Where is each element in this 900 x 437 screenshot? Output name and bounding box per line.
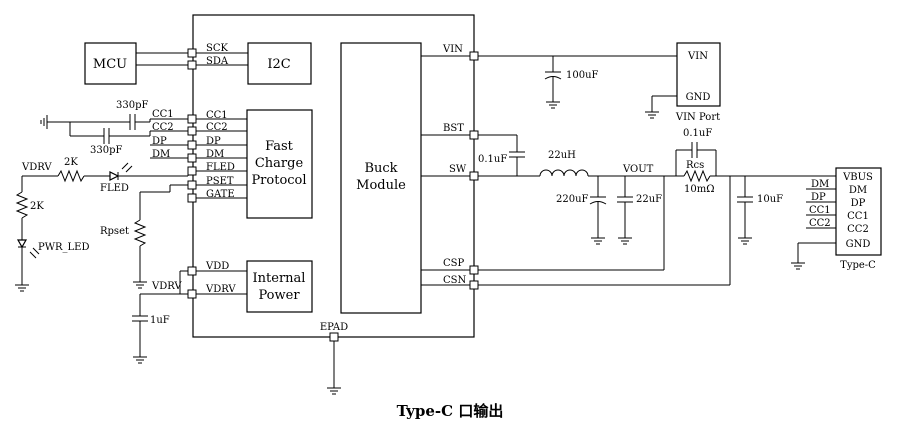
r-vdrv-value: 2K xyxy=(30,201,44,212)
pin-bst: BST xyxy=(443,123,464,134)
i2c-block xyxy=(247,42,312,85)
epad-pin-marker xyxy=(329,332,339,342)
mcu-label: MCU xyxy=(93,57,127,72)
vin-port-connector xyxy=(676,42,721,107)
fast-charge-label-3: Protocol xyxy=(251,173,306,188)
pin-dp: DP xyxy=(206,136,221,147)
led-label: PWR_LED xyxy=(38,242,90,253)
c-cc1-value: 330pF xyxy=(116,100,148,111)
internal-power-label-2: Power xyxy=(258,288,300,303)
ground-vin-cap-icon xyxy=(546,101,560,109)
pin-cc2: CC2 xyxy=(206,122,228,133)
pin-sck: SCK xyxy=(206,43,229,54)
ground-typec-icon xyxy=(791,262,805,270)
vin-port-label: VIN Port xyxy=(675,112,720,123)
diagram-caption: Type-C 口输出 xyxy=(397,402,504,420)
fast-charge-block xyxy=(246,109,313,219)
typec-connector xyxy=(835,167,882,256)
vin-port-pin-gnd: GND xyxy=(686,92,711,103)
fled-diode-icon xyxy=(109,171,120,181)
buck-label-2: Module xyxy=(356,178,406,193)
net-vdrv-left: VDRV xyxy=(21,162,52,173)
right-pin-markers xyxy=(469,51,479,290)
pin-sw: SW xyxy=(449,164,467,175)
rcs-value: 10mΩ xyxy=(684,184,715,195)
c-rcs-value: 0.1uF xyxy=(683,128,712,139)
typec-net-dm: DM xyxy=(811,179,829,190)
c-typec-value: 10uF xyxy=(757,194,783,205)
ground-cout2-icon xyxy=(618,237,632,245)
typec-pin-cc2: CC2 xyxy=(847,224,869,235)
inductor-icon xyxy=(539,169,589,177)
pin-pset: PSET xyxy=(206,176,234,187)
typec-pin-gnd: GND xyxy=(846,239,871,250)
mcu-pin-dm: DM xyxy=(152,149,170,160)
pin-vdd: VDD xyxy=(205,261,229,272)
mcu-block xyxy=(84,42,137,85)
c-cc2-value: 330pF xyxy=(90,145,122,156)
r-led-value: 2K xyxy=(64,157,78,168)
vin-port-pin-vin: VIN xyxy=(687,51,708,62)
mcu-pin-cc1: CC1 xyxy=(152,109,174,120)
typec-pin-vbus: VBUS xyxy=(842,172,873,183)
ground-vin-port-icon xyxy=(645,111,659,119)
c-out1-value: 220uF xyxy=(556,194,589,205)
pin-vin: VIN xyxy=(442,44,463,55)
mcu-pin-cc2: CC2 xyxy=(152,122,174,133)
net-vout: VOUT xyxy=(622,164,654,175)
ground-ctypec-icon xyxy=(738,237,752,245)
internal-power-block xyxy=(246,260,313,313)
rpset-label: Rpset xyxy=(100,226,129,237)
typec-pin-cc1: CC1 xyxy=(847,211,869,222)
left-pin-markers xyxy=(187,48,197,299)
buck-label-1: Buck xyxy=(364,161,397,176)
pwr-led-icon xyxy=(16,239,28,249)
ground-vdrv-icon xyxy=(133,356,147,364)
pin-dm: DM xyxy=(206,149,224,160)
typec-net-cc1: CC1 xyxy=(809,205,831,216)
fast-charge-label-1: Fast xyxy=(265,139,294,154)
ground-cc-icon xyxy=(40,115,48,129)
rcs-label: Rcs xyxy=(686,160,704,171)
buck-module-block xyxy=(340,42,422,314)
pin-sda: SDA xyxy=(206,56,229,67)
c-vdrv-value: 1uF xyxy=(150,315,170,326)
ground-cout1-icon xyxy=(591,237,605,245)
net-vdrv-bottom: VDRV xyxy=(151,281,182,292)
typec-net-dp: DP xyxy=(811,192,826,203)
internal-power-label-1: Internal xyxy=(253,271,306,286)
pin-csp: CSP xyxy=(443,258,465,269)
pin-fled: FLED xyxy=(206,162,235,173)
inductor-value: 22uH xyxy=(548,150,576,161)
typec-pin-dp: DP xyxy=(851,198,866,209)
pin-vdrv: VDRV xyxy=(205,284,236,295)
typec-label: Type-C xyxy=(840,260,876,271)
pin-csn: CSN xyxy=(443,275,467,286)
ground-epad-icon xyxy=(327,387,341,395)
typec-pin-dm: DM xyxy=(849,185,867,196)
c-vin-value: 100uF xyxy=(566,70,599,81)
typec-net-cc2: CC2 xyxy=(809,218,831,229)
pin-cc1: CC1 xyxy=(206,110,228,121)
ground-rpset-icon xyxy=(133,281,147,289)
net-fled: FLED xyxy=(100,183,129,194)
fast-charge-label-2: Charge xyxy=(255,156,304,171)
pin-gate: GATE xyxy=(206,189,235,200)
i2c-label: I2C xyxy=(267,57,290,72)
mcu-pin-dp: DP xyxy=(152,136,167,147)
c-out2-value: 22uF xyxy=(636,194,662,205)
pin-epad: EPAD xyxy=(320,322,348,333)
ground-led-icon xyxy=(15,284,29,292)
c-bst-value: 0.1uF xyxy=(478,154,507,165)
